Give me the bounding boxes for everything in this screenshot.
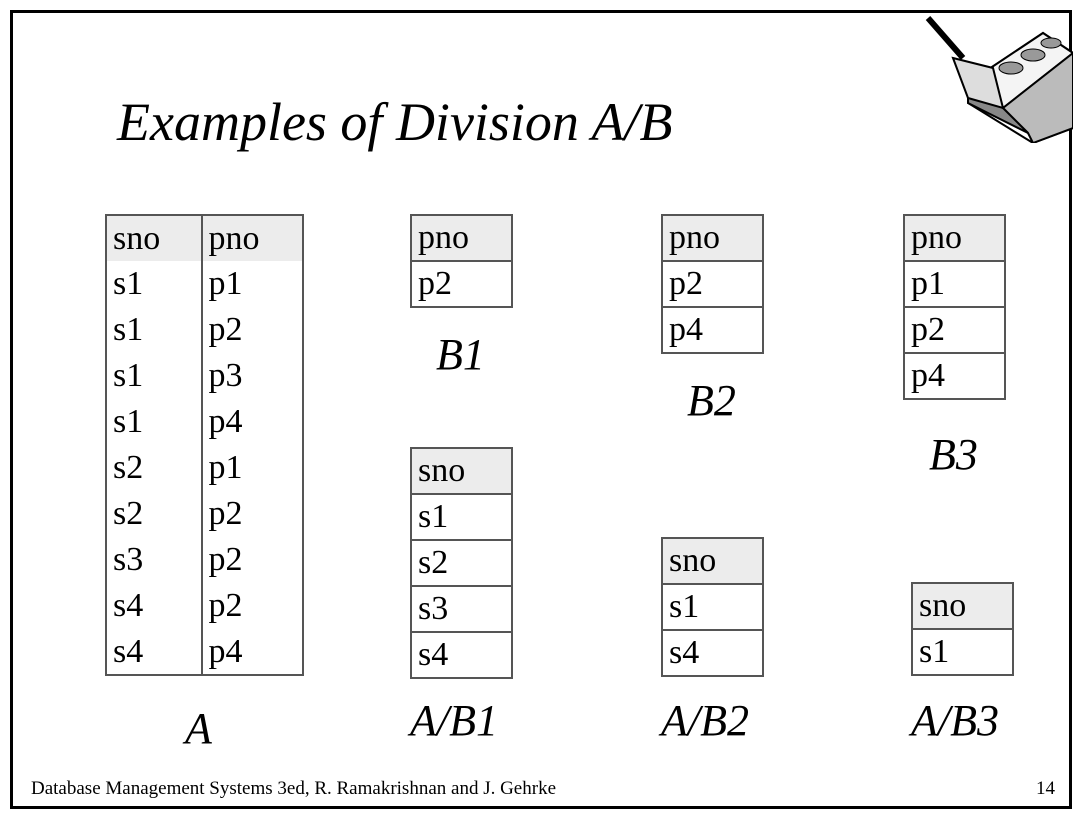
table-row: s4: [661, 629, 764, 677]
cell: p1: [208, 265, 243, 302]
cell: s1: [106, 399, 203, 445]
cell: s3: [410, 585, 513, 633]
table-row: p4: [661, 306, 764, 354]
table-row: p2: [410, 260, 513, 308]
table-B3: pno p1 p2 p4: [903, 214, 1006, 400]
slide-title: Examples of Division A/B: [117, 92, 673, 152]
table-row: s1: [410, 493, 513, 541]
cell: s2: [106, 445, 203, 491]
col-sno-header: sno: [661, 537, 764, 585]
table-row: s4: [410, 631, 513, 679]
footer-citation: Database Management Systems 3ed, R. Rama…: [31, 778, 557, 799]
col-sno-header: sno: [410, 447, 513, 495]
cell: p2: [208, 587, 243, 624]
table-B2: pno p2 p4: [661, 214, 764, 354]
table-header-row: sno: [911, 582, 1014, 630]
cell: s2: [106, 491, 203, 537]
cell: s1: [911, 628, 1014, 676]
col-sno-header: sno: [911, 582, 1014, 630]
cell: p2: [903, 306, 1006, 354]
table-A-div-B1: sno s1 s2 s3 s4: [410, 447, 513, 679]
table-row: p1: [903, 260, 1006, 308]
cell: s4: [106, 629, 203, 675]
cell: s1: [106, 353, 203, 399]
table-header-row: pno: [410, 214, 513, 262]
cell: p2: [208, 311, 243, 348]
cell: s4: [106, 583, 203, 629]
table-row: s3: [410, 585, 513, 633]
page-number: 14: [1036, 778, 1055, 799]
cell: p4: [208, 403, 243, 440]
table-header-row: sno pno: [106, 215, 303, 261]
col-pno-header: pno: [410, 214, 513, 262]
table-row: p2: [903, 306, 1006, 354]
table-header-row: pno: [661, 214, 764, 262]
table-header-row: sno: [410, 447, 513, 495]
table-row: s1: [661, 583, 764, 631]
cell: p4: [208, 632, 243, 670]
cell: p2: [208, 541, 243, 578]
caption-A-div-B3: A/B3: [911, 696, 999, 745]
cell: p2: [661, 260, 764, 308]
col-sno-header: sno: [106, 215, 203, 261]
cell: s1: [106, 261, 203, 307]
col-pno-header: pno: [661, 214, 764, 262]
cell: p2: [208, 495, 243, 532]
cell: p1: [208, 449, 243, 486]
cell: p4: [661, 306, 764, 354]
table-header-row: pno: [903, 214, 1006, 262]
cell: s1: [106, 307, 203, 353]
cell: s1: [661, 583, 764, 631]
cell: p2: [410, 260, 513, 308]
col-pno-header: pno: [903, 214, 1006, 262]
caption-B2: B2: [687, 376, 736, 425]
table-A-div-B3: sno s1: [911, 582, 1014, 676]
caption-B1: B1: [436, 330, 485, 379]
cell: s4: [661, 629, 764, 677]
cell: s3: [106, 537, 203, 583]
cell: p1: [903, 260, 1006, 308]
cell: p4: [903, 352, 1006, 400]
cell: s4: [410, 631, 513, 679]
caption-A-div-B1: A/B1: [410, 696, 498, 745]
cell: s2: [410, 539, 513, 587]
col-pno-header: pno: [201, 215, 303, 261]
table-row: p2: [661, 260, 764, 308]
table-row: p4: [903, 352, 1006, 400]
trowel-brick-icon: [925, 16, 1073, 143]
cell: p3: [208, 357, 243, 394]
cell: s1: [410, 493, 513, 541]
caption-B3: B3: [929, 430, 978, 479]
table-row: s1: [911, 628, 1014, 676]
caption-A-div-B2: A/B2: [661, 696, 749, 745]
caption-A: A: [185, 704, 212, 753]
table-header-row: sno: [661, 537, 764, 585]
table-A-div-B2: sno s1 s4: [661, 537, 764, 677]
table-B1: pno p2: [410, 214, 513, 308]
table-row: s2: [410, 539, 513, 587]
